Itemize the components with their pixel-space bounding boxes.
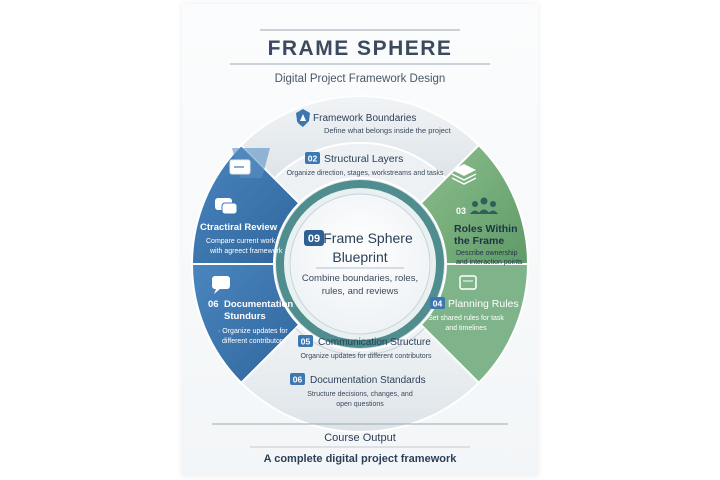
center-desc-line2: rules, and reviews xyxy=(322,286,399,297)
people-icon xyxy=(470,209,498,214)
roles-desc-line1: Describe ownership xyxy=(456,250,518,257)
communication-desc: Organize updates for different contribut… xyxy=(300,353,432,360)
layers-number-badge xyxy=(305,152,320,164)
planning-title: Planning Rules xyxy=(448,298,519,310)
checklist-icon xyxy=(459,275,477,290)
roles-title-line1: Roles Within xyxy=(454,223,518,235)
documentation-left-number: 06 xyxy=(208,299,219,310)
documentation-left-title-line2: Stundurs xyxy=(224,311,266,322)
documentation-desc-line1: Structure decisions, changes, and xyxy=(307,391,413,398)
documentation-left-desc-line2: different contributors. xyxy=(222,338,288,345)
people-icon-head-1 xyxy=(472,201,478,207)
communication-title: Communication Structure xyxy=(318,337,431,348)
layers-icon-bottom xyxy=(451,177,477,185)
documentation-number-badge xyxy=(290,373,305,385)
center-core xyxy=(289,193,431,335)
documentation-left-title-line1: Documentation xyxy=(224,299,293,310)
review-title: Ctractiral Review xyxy=(200,222,278,233)
layers-icon-mid xyxy=(451,173,477,181)
documentation-title: Documentation Standards xyxy=(310,375,426,386)
boundaries-desc: Define what belongs inside the project xyxy=(324,126,452,135)
layers-desc: Organize direction, stages, workstreams … xyxy=(287,170,444,177)
documentation-number: 06 xyxy=(293,375,303,385)
chat-icon-back xyxy=(221,202,238,215)
documentation-left-desc-line1: · Organize updates for xyxy=(218,328,288,335)
layers-icon xyxy=(452,164,476,176)
center-desc-line1: Combine boundaries, roles, xyxy=(302,273,418,284)
page-subtitle: Digital Project Framework Design xyxy=(275,73,446,85)
center-number: 09 xyxy=(308,233,320,245)
segment-communication xyxy=(239,323,481,433)
planning-desc-line1: Set shared rules for task xyxy=(428,315,504,322)
page-title: FRAME SPHERE xyxy=(268,37,453,60)
footer-title: Course Output xyxy=(324,432,396,444)
communication-number-badge xyxy=(298,335,313,347)
roles-desc-line2: and interaction points xyxy=(456,259,523,266)
comment-icon-tail xyxy=(214,289,220,294)
roles-title-line2: the Frame xyxy=(454,235,504,247)
shield-icon-mark xyxy=(300,114,306,121)
roles-number: 03 xyxy=(456,206,466,216)
segment-review xyxy=(190,143,301,265)
review-desc-line1: Compare current work xyxy=(206,238,276,245)
comment-icon xyxy=(212,276,230,289)
people-icon-head-3 xyxy=(490,201,496,207)
people-icon-head-2 xyxy=(480,197,488,205)
planning-number-badge xyxy=(430,297,445,309)
planning-desc-line2: and timelines xyxy=(445,325,487,332)
boundaries-title: Framework Boundaries xyxy=(313,113,416,124)
center-title-line1: Frame Sphere xyxy=(323,230,413,246)
documentation-desc-line2: open questions xyxy=(336,401,384,408)
review-desc-line2: with agreect framework xyxy=(209,248,283,255)
center-number-badge xyxy=(304,230,324,246)
footer-subtitle: A complete digital project framework xyxy=(264,453,458,465)
layers-title: Structural Layers xyxy=(324,153,403,165)
planning-number: 04 xyxy=(433,299,443,309)
communication-number: 05 xyxy=(301,337,311,347)
layers-number: 02 xyxy=(308,154,318,164)
center-title-line2: Blueprint xyxy=(332,249,387,265)
